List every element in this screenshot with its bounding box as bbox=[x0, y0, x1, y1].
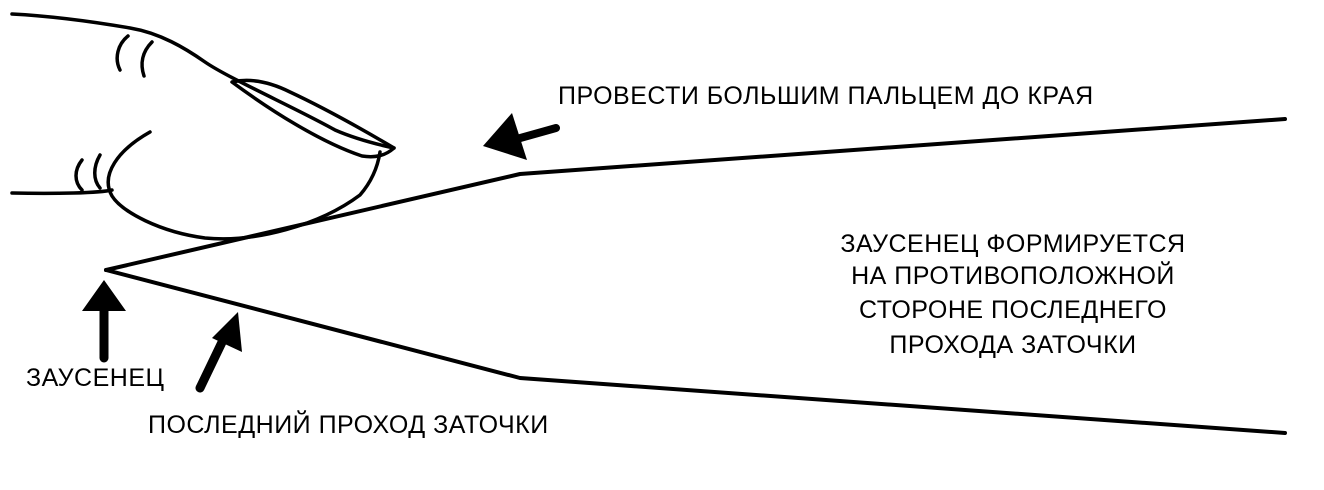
label-last-pass: ПОСЛЕДНИЙ ПРОХОД ЗАТОЧКИ bbox=[148, 409, 549, 439]
thumb-crease-3 bbox=[74, 158, 84, 192]
burr-note-line-3: СТОРОНЕ ПОСЛЕДНЕГО bbox=[859, 296, 1167, 324]
label-burr-note: ЗАУСЕНЕЦ ФОРМИРУЕТСЯ НА ПРОТИВОПОЛОЖНОЙ … bbox=[840, 230, 1185, 359]
thumb-crease-2 bbox=[140, 40, 154, 78]
thumb-lower-contour bbox=[10, 188, 114, 196]
arrow-to-edge-icon bbox=[483, 113, 560, 160]
thumb-pad bbox=[106, 130, 382, 241]
arrow-burr-icon bbox=[82, 280, 126, 363]
label-thumb-instruction: ПРОВЕСТИ БОЛЬШИМ ПАЛЬЦЕМ ДО КРАЯ bbox=[558, 82, 1094, 110]
arrow-last-pass-icon bbox=[195, 312, 242, 393]
burr-note-line-4: ПРОХОДА ЗАТОЧКИ bbox=[889, 331, 1136, 359]
burr-note-line-2: НА ПРОТИВОПОЛОЖНОЙ bbox=[851, 260, 1175, 290]
thumb-upper-contour bbox=[10, 12, 396, 150]
burr-note-line-1: ЗАУСЕНЕЦ ФОРМИРУЕТСЯ bbox=[840, 230, 1185, 258]
thumb-icon bbox=[10, 12, 396, 241]
thumb-nail bbox=[230, 78, 396, 159]
thumb-crease-4 bbox=[93, 153, 102, 190]
blade-bottom-edge bbox=[104, 268, 1287, 435]
thumb-crease-1 bbox=[115, 34, 130, 72]
label-burr: ЗАУСЕНЕЦ bbox=[26, 364, 165, 392]
